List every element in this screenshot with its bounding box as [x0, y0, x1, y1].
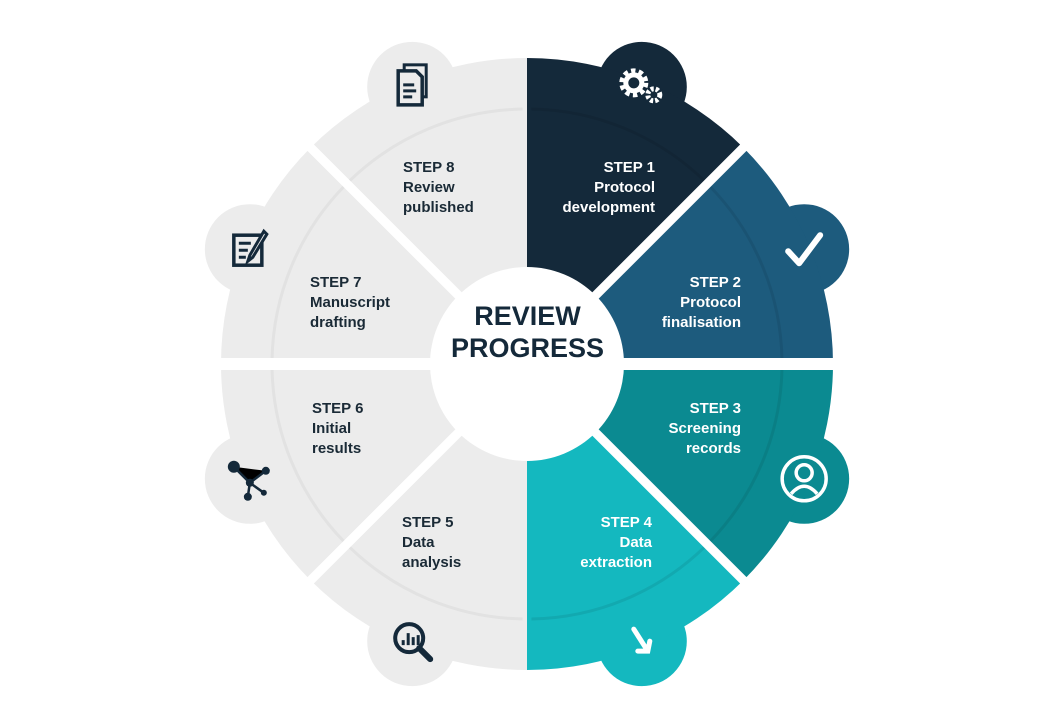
edit-document-icon	[232, 228, 269, 267]
step-title: development	[562, 199, 655, 216]
segment-divider	[272, 109, 467, 304]
step-title: published	[403, 199, 474, 216]
step-title: drafting	[310, 314, 366, 331]
step-number: STEP 8	[403, 159, 455, 176]
step-6-label: STEP 6 Initial results	[312, 399, 462, 459]
step-number: STEP 6	[312, 400, 364, 417]
step-title: Initial	[312, 420, 352, 437]
step-3-segment	[590, 364, 834, 581]
segment-divider	[272, 424, 467, 619]
segment-divider	[587, 109, 782, 304]
step-number: STEP 1	[603, 159, 655, 176]
step-7-label: STEP 7 Manuscript drafting	[310, 273, 460, 333]
step-number: STEP 5	[402, 514, 454, 531]
center-title-line1: REVIEW	[474, 301, 581, 331]
center-title-line2: PROGRESS	[450, 333, 605, 363]
magnifier-chart-icon	[393, 622, 434, 663]
step-1-label: STEP 1 Protocol development	[505, 158, 655, 218]
user-icon	[780, 455, 828, 503]
step-8-label: STEP 8 Review published	[403, 158, 553, 218]
step-2-segment	[590, 147, 834, 364]
segment-ring-shade	[709, 185, 784, 360]
step-title: analysis	[402, 554, 462, 571]
step-1-segment	[527, 58, 744, 301]
step-title: Protocol	[594, 179, 655, 196]
step-4-label: STEP 4 Data extraction	[502, 513, 652, 573]
segment-ring-shade	[709, 368, 784, 543]
segment-divider	[587, 424, 782, 619]
step-7-segment	[221, 147, 464, 364]
step-4-segment	[527, 427, 744, 670]
center-circle	[430, 267, 624, 461]
step-title: Review	[403, 179, 455, 196]
step-title: Manuscript	[310, 294, 391, 311]
center-title: REVIEW PROGRESS	[430, 300, 625, 364]
segment-ring-shade	[348, 107, 523, 182]
step-title: Protocol	[680, 294, 741, 311]
network-icon	[227, 460, 270, 501]
step-title: results	[312, 440, 362, 457]
step-2-label: STEP 2 Protocol finalisation	[591, 273, 741, 333]
checkmark-icon	[785, 232, 824, 267]
segment-ring-shade	[348, 546, 523, 621]
step-5-label: STEP 5 Data analysis	[402, 513, 552, 573]
step-8-segment	[310, 58, 527, 301]
segment-ring-shade	[270, 185, 345, 360]
step-number: STEP 2	[689, 274, 741, 291]
step-number: STEP 7	[310, 274, 362, 291]
segment-ring-shade	[531, 107, 706, 182]
segment-ring-shade	[270, 368, 345, 543]
gears-icon	[619, 68, 663, 104]
step-5-segment	[310, 427, 527, 670]
step-6-segment	[221, 364, 464, 581]
documents-icon	[396, 63, 428, 107]
step-3-label: STEP 3 Screening records	[591, 399, 741, 459]
segment-ring-shade	[531, 546, 706, 621]
step-title: Data	[619, 534, 652, 551]
step-number: STEP 4	[600, 514, 652, 531]
step-title: records	[685, 440, 741, 457]
step-title: Data	[402, 534, 435, 551]
step-title: extraction	[580, 554, 652, 571]
step-title: Screening	[668, 420, 741, 437]
step-title: finalisation	[661, 314, 741, 331]
step-number: STEP 3	[689, 400, 741, 417]
arrow-down-right-icon	[631, 626, 653, 654]
